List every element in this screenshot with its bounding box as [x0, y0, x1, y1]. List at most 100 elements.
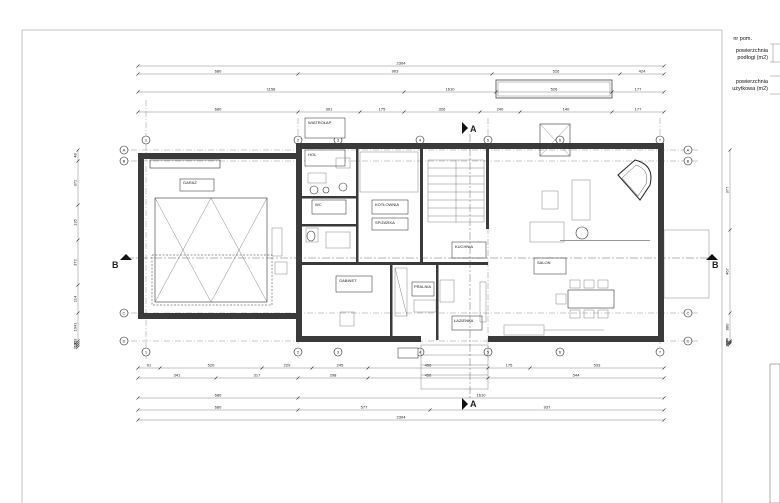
- entrance-steps: [397, 229, 710, 390]
- room-label-pantry: SPIŻARKA: [375, 220, 395, 225]
- axis-bubble-4: 4: [419, 138, 422, 143]
- dim-value-top_row_2: 424: [639, 69, 646, 74]
- garage: GARAŻ: [149, 159, 288, 306]
- dim-value-top_row_1: 2304: [397, 61, 407, 66]
- axis-bubble-2: 2: [297, 138, 300, 143]
- dim-value-left: 313: [73, 342, 78, 349]
- legend-usable-area-1: powierzchnia: [736, 79, 769, 85]
- room-label-laundry: PRALNIA: [414, 284, 431, 289]
- grid-axes: [120, 100, 700, 360]
- lower-rooms: GABINET PRALNIA ŁAZIENKA: [335, 267, 487, 331]
- dim-value-bottom_row_3: 1610: [477, 393, 487, 398]
- axis-bubble-3: 3: [337, 350, 340, 355]
- axis-bubble-1: 1: [145, 138, 148, 143]
- axis-bubble-6: 6: [559, 138, 562, 143]
- room-label-boiler: KOTŁOWNIA: [375, 202, 399, 207]
- axis-bubble-4: 4: [419, 350, 422, 355]
- svg-text:podłogi (m2): podłogi (m2): [737, 55, 768, 61]
- room-label-bathroom: ŁAZIENKA: [454, 318, 474, 323]
- dim-value-top_row_4: 175: [379, 107, 386, 112]
- legend-floor-area-1: powierzchnia: [736, 48, 769, 54]
- section-markers: A A B B: [112, 122, 719, 410]
- dim-value-right: 880: [725, 323, 730, 330]
- room-label-wc: WC: [315, 202, 322, 207]
- section-a-bottom: A: [470, 399, 477, 409]
- sheet-frame: [21, 29, 780, 503]
- dim-value-bottom_row_2: 341: [174, 373, 181, 378]
- dim-value-left: 1041: [73, 322, 78, 332]
- dim-value-top_row_4: 240: [497, 107, 504, 112]
- room-label-garage: GARAŻ: [183, 180, 197, 185]
- dim-value-bottom_row_1: 245: [337, 363, 344, 368]
- axis-bubble-2: 2: [297, 350, 300, 355]
- dim-value-bottom_row_3: 680: [215, 393, 222, 398]
- area-legend: nr pom. powierzchnia podłogi (m2) powier…: [732, 36, 780, 95]
- dim-value-right: 377: [725, 186, 730, 193]
- axis-bubble-7: 7: [659, 350, 662, 355]
- dim-value-left: 114: [73, 295, 78, 302]
- dim-value-top_row_4: 140: [563, 107, 570, 112]
- dim-value-right: 467: [725, 338, 730, 345]
- service-rooms: WIATROŁAP HOL WC KOTŁOWNIA SPIŻARKA: [304, 117, 487, 259]
- axis-bubble-B: B: [687, 159, 690, 164]
- section-a-top: A: [470, 124, 477, 134]
- dim-value-top_row_2: 903: [392, 69, 399, 74]
- axis-bubble-A: A: [123, 148, 126, 153]
- dim-value-bottom_row_2: 544: [573, 373, 580, 378]
- dim-value-top_row_3: 1610: [446, 87, 456, 92]
- dim-value-bottom_row_1: 229: [284, 363, 291, 368]
- axis-bubble-D: D: [123, 339, 126, 344]
- dim-value-left: 313: [73, 338, 78, 345]
- axis-bubble-A: A: [687, 148, 690, 153]
- axis-bubble-1: 1: [145, 350, 148, 355]
- dim-value-bottom_row_2: 317: [254, 373, 261, 378]
- dim-value-bottom_row_1: 533: [594, 363, 601, 368]
- dim-value-top_row_3: 526: [551, 87, 558, 92]
- dim-value-bottom_row_4: 937: [544, 405, 551, 410]
- axis-bubble-5: 5: [487, 138, 490, 143]
- dim-value-bottom_row_1: 520: [208, 363, 215, 368]
- dim-value-top_row_2: 526: [553, 69, 560, 74]
- axis-bubble-B: B: [123, 159, 126, 164]
- room-label-vestibule: WIATROŁAP: [308, 120, 332, 125]
- dim-value-right: 467: [725, 267, 730, 274]
- dim-value-top_row_3: 1158: [267, 87, 276, 92]
- dim-value-top_row_3: 177: [635, 87, 642, 92]
- dim-value-left: 372: [73, 258, 78, 265]
- legend-floor-area-2: podłogi (m2): [737, 55, 768, 61]
- axis-bubble-7: 7: [659, 138, 662, 143]
- room-label-living: SALON: [537, 260, 551, 265]
- room-label-kitchen: KUCHNIA: [455, 244, 473, 249]
- living-area: SALON: [495, 79, 652, 336]
- dim-value-top_row_2: 680: [215, 69, 222, 74]
- section-b-left: B: [112, 260, 119, 270]
- svg-text:powierzchnia: powierzchnia: [736, 48, 769, 54]
- dim-value-bottom_row_4: 680: [215, 405, 222, 410]
- dim-value-right: 397: [725, 339, 730, 346]
- dim-value-right: 964: [725, 337, 730, 344]
- dim-value-bottom_row_1: 91: [147, 363, 152, 368]
- axis-bubble-C: C: [687, 311, 690, 316]
- svg-text:użytkowa (m2): użytkowa (m2): [732, 86, 768, 92]
- section-b-right: B: [712, 260, 719, 270]
- dim-value-left: 135: [73, 218, 78, 225]
- dim-value-bottom_row_5: 2304: [397, 415, 407, 420]
- axis-bubble-5: 5: [487, 350, 490, 355]
- axis-bubble-6: 6: [559, 350, 562, 355]
- dim-value-left: 372: [73, 179, 78, 186]
- dim-value-top_row_4: 177: [635, 107, 642, 112]
- room-label-office: GABINET: [339, 278, 357, 283]
- dim-value-bottom_row_2: 298: [330, 373, 337, 378]
- axis-bubble-C: C: [123, 311, 126, 316]
- dim-value-bottom_row_1: 175: [506, 363, 513, 368]
- legend-room-number: nr pom.: [733, 36, 752, 42]
- dim-value-left: 132: [73, 340, 78, 347]
- room-label-hall: HOL: [308, 152, 317, 157]
- dim-value-left: 48: [73, 153, 78, 158]
- legend-usable-area-2: użytkowa (m2): [732, 86, 768, 92]
- dim-value-top_row_4: 326: [439, 107, 446, 112]
- svg-text:powierzchnia: powierzchnia: [736, 79, 769, 85]
- dim-value-top_row_4: 301: [326, 107, 333, 112]
- dim-value-bottom_row_4: 577: [361, 405, 368, 410]
